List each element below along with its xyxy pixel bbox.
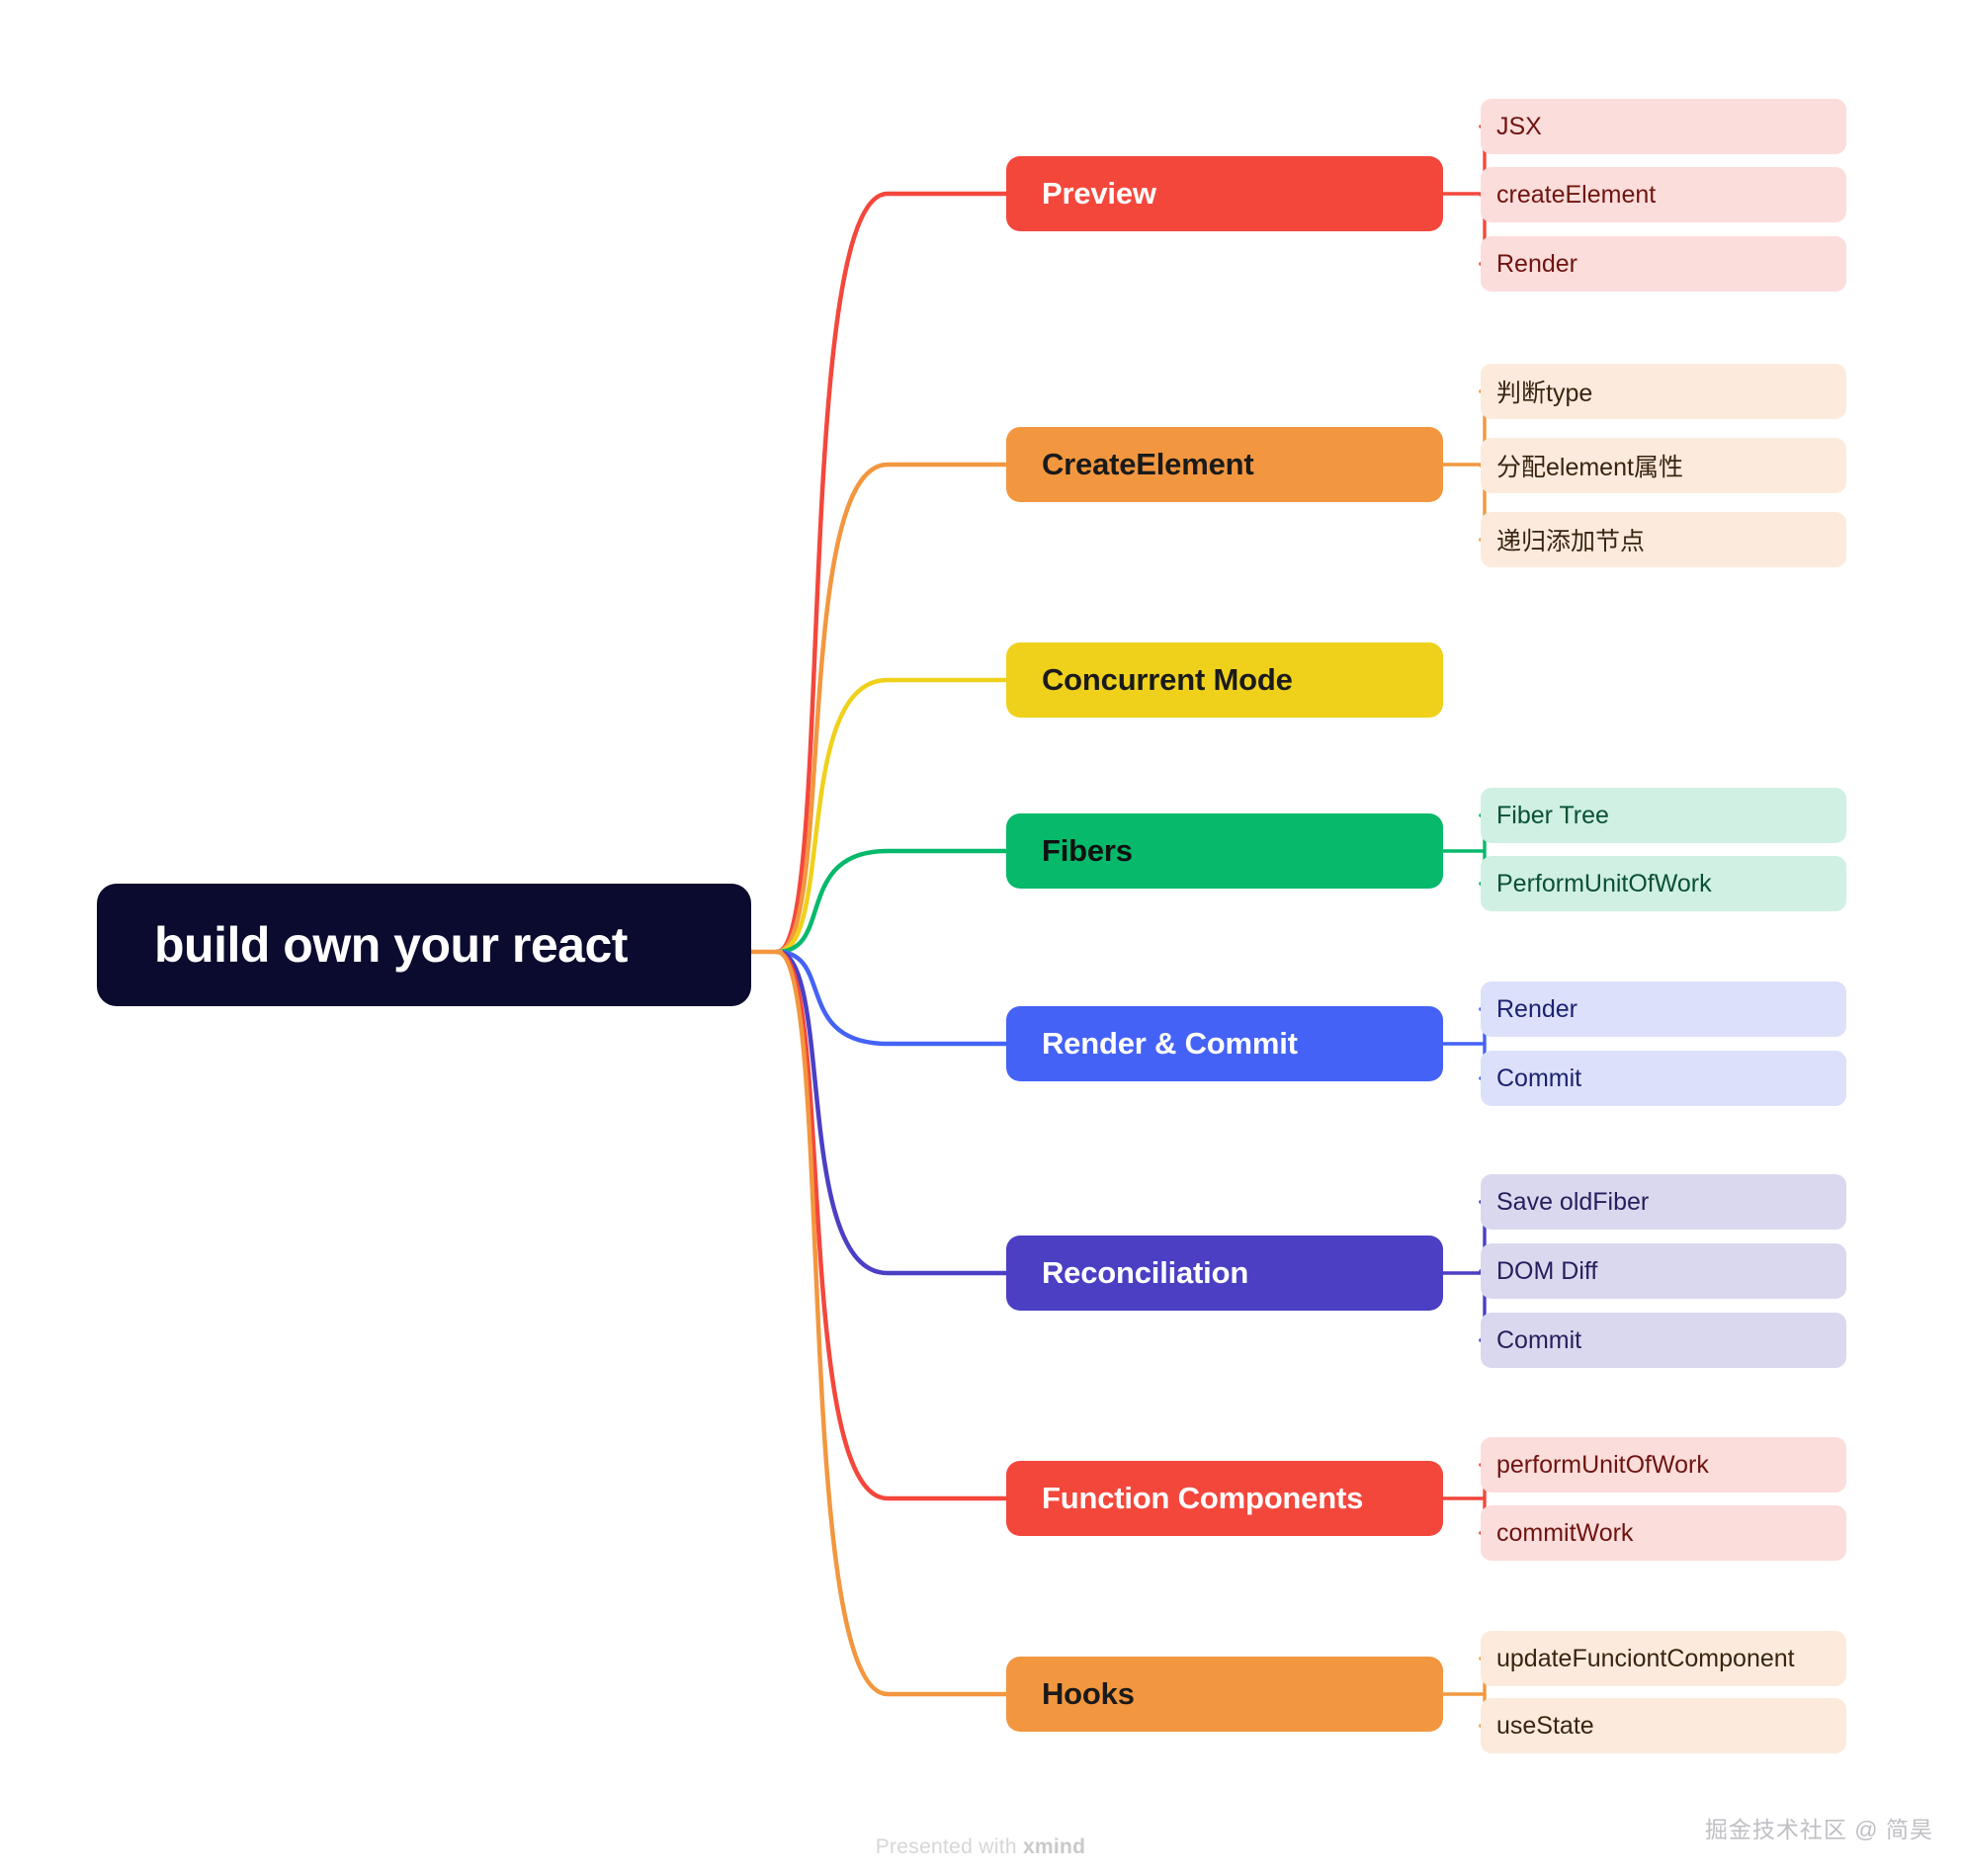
leaf-node-label: Commit [1496,1325,1582,1354]
connector-path [774,462,1009,955]
leaf-node[interactable]: Commit [1481,1313,1846,1368]
branch-node[interactable]: CreateElement [1006,427,1443,502]
leaf-node[interactable]: Fiber Tree [1481,788,1846,843]
leaf-node-label: DOM Diff [1496,1256,1598,1285]
community-watermark: 掘金技术社区 @ 简昊 [1704,1817,1933,1842]
branch-node-label: CreateElement [1042,447,1254,481]
branch-node-label: Preview [1042,176,1156,211]
leaf-node-label: Render [1496,994,1577,1023]
leaf-node[interactable]: Save oldFiber [1481,1174,1846,1230]
leaf-node[interactable]: commitWork [1481,1505,1846,1561]
branch-node-label: Reconciliation [1042,1255,1249,1290]
branch-node-label: Function Components [1042,1481,1364,1515]
leaf-node[interactable]: createElement [1481,167,1846,222]
branch-node[interactable]: Function Components [1006,1461,1443,1536]
leaf-node[interactable]: Render [1481,236,1846,292]
connector-path [774,949,1009,1047]
leaf-node-label: performUnitOfWork [1496,1450,1709,1479]
connector-path [774,191,1009,955]
connector-path [774,677,1009,955]
leaf-node[interactable]: DOM Diff [1481,1243,1846,1299]
connector-path [774,949,1009,1501]
leaf-node-label: JSX [1496,112,1542,140]
leaf-node[interactable]: 判断type [1481,364,1846,419]
leaf-node-label: Fiber Tree [1496,801,1609,829]
xmind-credit-prefix: Presented with [875,1835,1023,1858]
branch-node[interactable]: Reconciliation [1006,1236,1443,1311]
leaf-node-label: Save oldFiber [1496,1187,1650,1216]
branch-node-label: Render & Commit [1042,1026,1298,1061]
leaf-node-label: PerformUnitOfWork [1496,869,1712,897]
root-node[interactable]: build own your react [97,884,751,1006]
leaf-node-label: 判断type [1496,380,1593,407]
leaf-node-label: createElement [1496,180,1657,209]
leaf-node-label: useState [1496,1711,1594,1740]
connector-path [774,949,1009,1697]
branch-node-label: Hooks [1042,1676,1135,1711]
branch-node[interactable]: Concurrent Mode [1006,642,1443,718]
leaf-node-label: Commit [1496,1064,1582,1092]
leaf-node-label: 分配element属性 [1496,454,1683,481]
leaf-node[interactable]: PerformUnitOfWork [1481,856,1846,911]
xmind-credit: Presented with xmind [0,1835,1961,1859]
branch-node[interactable]: Fibers [1006,813,1443,889]
connector-path [774,848,1009,955]
root-node-label: build own your react [154,917,628,973]
leaf-node[interactable]: Render [1481,981,1846,1037]
branch-node[interactable]: Hooks [1006,1657,1443,1732]
leaf-node[interactable]: updateFunciontComponent [1481,1631,1846,1686]
leaf-node[interactable]: 分配element属性 [1481,438,1846,493]
leaf-node-label: 递归添加节点 [1496,528,1646,555]
branch-node-label: Concurrent Mode [1042,662,1293,697]
branch-node[interactable]: Render & Commit [1006,1006,1443,1081]
connector-path [774,949,1009,1276]
leaf-node[interactable]: JSX [1481,99,1846,154]
leaf-node[interactable]: Commit [1481,1051,1846,1106]
leaf-node-label: commitWork [1496,1518,1634,1547]
leaf-node[interactable]: useState [1481,1698,1846,1753]
branch-node-label: Fibers [1042,833,1133,868]
leaf-node-label: Render [1496,249,1577,278]
branch-node[interactable]: Preview [1006,156,1443,231]
leaf-node[interactable]: 递归添加节点 [1481,512,1846,567]
xmind-brand: xmind [1022,1835,1086,1858]
leaf-node-label: updateFunciontComponent [1496,1644,1795,1672]
leaf-node[interactable]: performUnitOfWork [1481,1437,1846,1492]
